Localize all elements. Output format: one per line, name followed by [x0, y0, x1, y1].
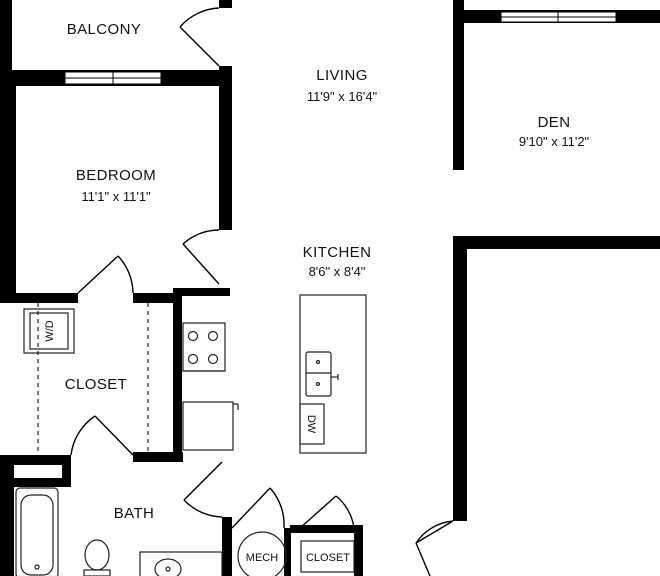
door-bedroom — [182, 229, 220, 285]
label-den: DEN — [538, 114, 571, 131]
wall-bath-left — [0, 455, 14, 576]
label-balcony: BALCONY — [67, 21, 142, 38]
wall-closet-right — [173, 288, 182, 460]
doors — [70, 7, 454, 576]
stove — [182, 322, 226, 372]
wall-closet-bottom-left — [0, 455, 68, 465]
wall-closet-bottom-right — [133, 452, 183, 462]
label-living-dims: 11'9" x 16'4" — [307, 89, 378, 104]
door-closet-bath — [70, 415, 134, 456]
wall-mech-right — [284, 528, 291, 576]
label-washer-dryer: W/D — [44, 320, 56, 341]
wall-closet2-right — [354, 525, 363, 576]
wall-bath-top — [0, 478, 71, 487]
wall-closet2-top — [290, 525, 360, 533]
fixtures — [15, 294, 367, 576]
wall-bedroom-left — [0, 70, 16, 300]
kitchen-sink — [305, 351, 339, 397]
window-den — [500, 11, 617, 23]
wall-den-left — [453, 10, 464, 170]
door-closet — [77, 255, 134, 294]
door-entry — [415, 520, 454, 576]
refrigerator — [182, 401, 239, 451]
wall-top-stub — [219, 0, 232, 8]
closet2-box — [300, 540, 355, 573]
label-dishwasher: DW — [305, 415, 317, 434]
door-balcony — [179, 7, 220, 67]
kitchen-island — [299, 294, 367, 454]
windows — [64, 11, 617, 85]
label-closet: CLOSET — [65, 376, 127, 393]
wall-bedroom-bottom-right — [133, 293, 173, 303]
wall-bedroom-right — [219, 70, 232, 230]
door-mech — [231, 487, 285, 529]
window-bedroom — [64, 71, 162, 85]
dishwasher — [299, 403, 325, 445]
label-kitchen-dims: 8'6" x 8'4" — [309, 264, 366, 279]
toilet — [83, 539, 111, 576]
label-kitchen: KITCHEN — [303, 244, 372, 261]
wall-right-lower — [453, 236, 467, 521]
wall-balcony-left — [0, 0, 12, 74]
label-mech: MECH — [246, 552, 278, 564]
label-bath: BATH — [114, 505, 155, 522]
label-bedroom: BEDROOM — [76, 167, 156, 184]
bathtub — [15, 487, 59, 576]
wall-closet-step — [62, 455, 71, 485]
wall-kitchen-top — [173, 288, 230, 296]
wall-bath-right — [222, 517, 232, 576]
label-living: LIVING — [316, 67, 368, 84]
door-closet2 — [299, 495, 355, 529]
label-closet2: CLOSET — [306, 552, 350, 564]
wall-living-top-stub — [453, 0, 464, 16]
labels: BALCONY LIVING 11'9" x 16'4" DEN 9'10" x… — [44, 21, 590, 564]
label-den-dims: 9'10" x 11'2" — [519, 134, 590, 149]
washer-dryer — [23, 308, 75, 354]
vanity — [139, 551, 223, 576]
door-bath — [183, 461, 223, 518]
wall-den-bottom — [453, 236, 660, 249]
mech-unit — [237, 531, 287, 576]
wall-bedroom-bottom-left — [0, 293, 78, 303]
label-bedroom-dims: 11'1" x 11'1" — [81, 189, 151, 204]
